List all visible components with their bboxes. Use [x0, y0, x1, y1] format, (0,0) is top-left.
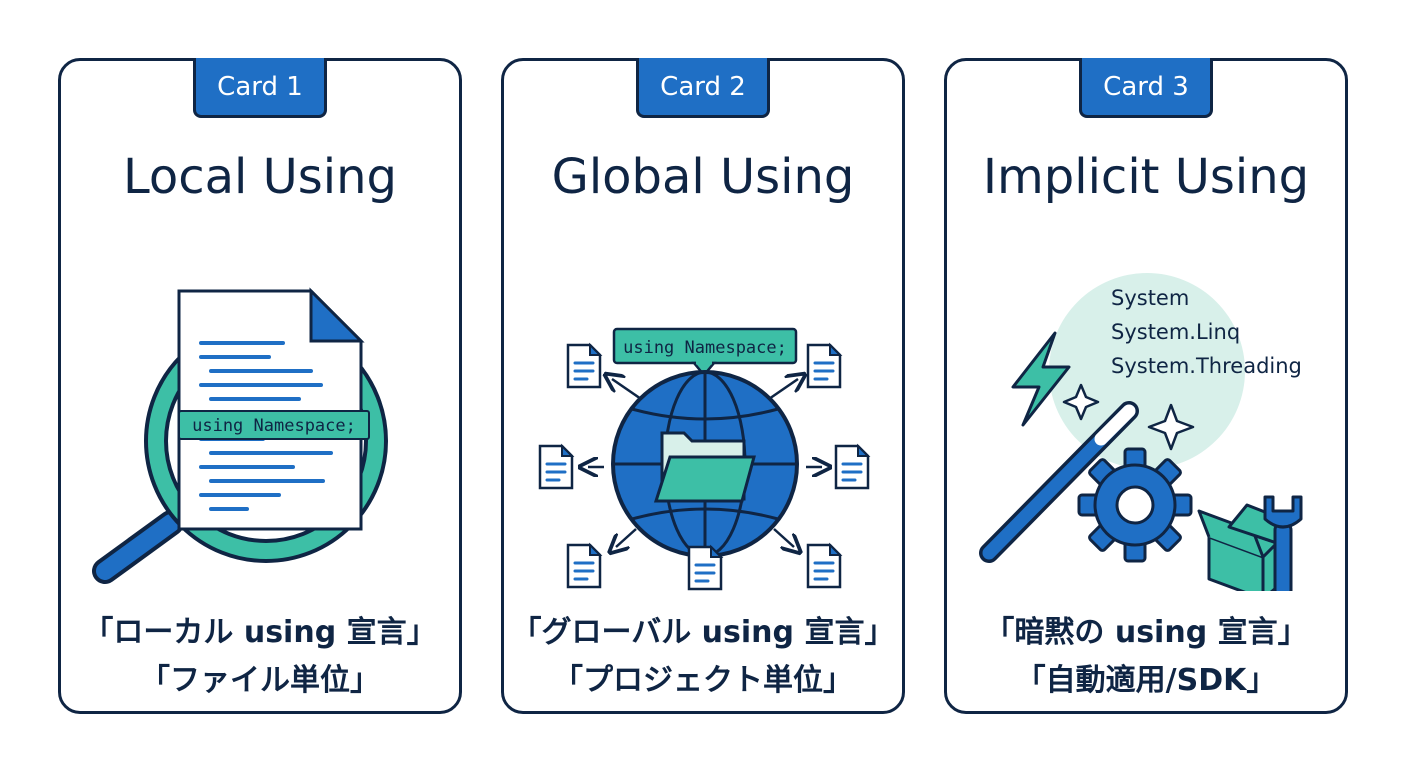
sparkle-icon — [1147, 403, 1195, 451]
document-icon — [566, 543, 602, 589]
namespace-bubble — [1049, 273, 1245, 469]
card-title: Global Using — [551, 149, 855, 205]
document-icon — [834, 444, 870, 490]
document-icon: using Namespace; — [177, 287, 370, 531]
card-caption: 「暗黙の using 宣言」 「自動適用/SDK」 — [947, 609, 1345, 705]
document-icon — [806, 343, 842, 389]
card-caption: 「ローカル using 宣言」 「ファイル単位」 — [61, 609, 459, 705]
folder-icon — [653, 431, 756, 503]
document-icon — [566, 343, 602, 389]
namespace-label: System — [1111, 286, 1189, 310]
card-implicit-using: Card 3 Implicit Using System System.Linq… — [944, 58, 1348, 714]
caption-line-1: 「ローカル using 宣言」 — [83, 615, 437, 650]
card-title: Implicit Using — [982, 149, 1310, 205]
namespace-label: System.Linq — [1111, 320, 1240, 344]
sparkle-icon — [1062, 383, 1100, 421]
code-label: using Namespace; — [623, 338, 787, 358]
card-global-using: Card 2 Global Using using Namespace; — [501, 58, 905, 714]
code-label: using Namespace; — [192, 416, 356, 436]
caption-line-2: 「プロジェクト単位」 — [553, 663, 853, 698]
lightning-icon — [1011, 331, 1071, 427]
card-tab: Card 2 — [636, 58, 770, 118]
code-bubble: using Namespace; — [612, 327, 798, 377]
caption-line-1: 「暗黙の using 宣言」 — [984, 615, 1308, 650]
document-icon — [538, 444, 574, 490]
card-caption: 「グローバル using 宣言」 「プロジェクト単位」 — [504, 609, 902, 705]
caption-line-1: 「グローバル using 宣言」 — [511, 615, 895, 650]
caption-line-2: 「ファイル単位」 — [140, 663, 380, 698]
card-tab: Card 3 — [1079, 58, 1213, 118]
implicit-using-illustration: System System.Linq System.Threading — [979, 273, 1303, 591]
document-icon — [806, 543, 842, 589]
caption-line-2: 「自動適用/SDK」 — [1015, 663, 1277, 698]
magic-wand-icon — [979, 401, 1139, 563]
document-icon — [687, 545, 723, 591]
global-using-illustration: using Namespace; — [538, 327, 870, 591]
card-local-using: Card 1 Local Using — [58, 58, 462, 714]
card-tab: Card 1 — [193, 58, 327, 118]
local-using-illustration: using Namespace; — [92, 287, 388, 584]
wrench-icon — [1263, 495, 1303, 591]
namespace-label: System.Threading — [1111, 354, 1302, 378]
card-title: Local Using — [122, 149, 398, 205]
gear-icon — [1077, 447, 1193, 563]
